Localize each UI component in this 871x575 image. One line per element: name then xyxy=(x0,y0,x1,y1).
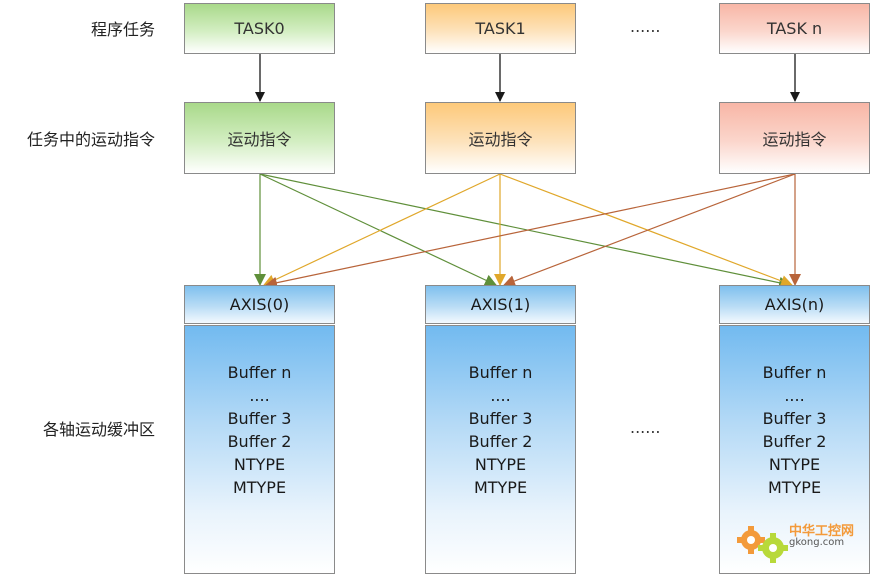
axis-buffer-0: Buffer n .... Buffer 3 Buffer 2 NTYPE MT… xyxy=(184,325,335,574)
instrn-to-axis0-arrow xyxy=(265,173,796,289)
axis-label: AXIS(1) xyxy=(470,295,531,314)
buffer-item: .... xyxy=(490,385,511,405)
task-ellipsis: ...... xyxy=(630,17,661,36)
row-label-instructions: 任务中的运动指令 xyxy=(26,130,155,149)
watermark-title: 中华工控网 xyxy=(789,524,855,539)
axis-header-1: AXIS(1) xyxy=(425,285,576,324)
axis-header-n: AXIS(n) xyxy=(719,285,870,324)
buffer-item: Buffer 2 xyxy=(227,431,292,451)
instrn-to-axis1-arrow xyxy=(503,173,796,287)
instr0-to-axis1-arrow xyxy=(259,173,497,286)
row-label-buffers: 各轴运动缓冲区 xyxy=(42,420,155,439)
instruction-label: 运动指令 xyxy=(762,130,827,149)
task-label: TASK0 xyxy=(234,19,285,38)
axis-label: AXIS(0) xyxy=(229,295,290,314)
buffer-item: Buffer n xyxy=(762,362,827,382)
instr1-to-axisn-arrow xyxy=(499,173,793,287)
buffer-item: Buffer 2 xyxy=(762,431,827,451)
instr1-to-axis0-arrow xyxy=(263,173,501,286)
buffer-item: NTYPE xyxy=(474,454,527,474)
task-label: TASK n xyxy=(766,19,823,38)
axis-ellipsis: ...... xyxy=(630,418,661,437)
watermark: 中华工控网 gkong.com xyxy=(735,518,865,568)
axis-label: AXIS(n) xyxy=(764,295,825,314)
buffer-item: NTYPE xyxy=(768,454,821,474)
watermark-url: gkong.com xyxy=(789,537,845,548)
instruction-label: 运动指令 xyxy=(227,130,292,149)
task-box-n: TASK n xyxy=(719,3,870,54)
buffer-item: Buffer 3 xyxy=(762,408,827,428)
buffer-item: MTYPE xyxy=(232,477,287,497)
instruction-box-1: 运动指令 xyxy=(425,102,576,174)
axis-buffer-n: Buffer n .... Buffer 3 Buffer 2 NTYPE MT… xyxy=(719,325,870,574)
instruction-label: 运动指令 xyxy=(468,130,533,149)
row-label-tasks: 程序任务 xyxy=(90,20,155,39)
buffer-item: Buffer n xyxy=(468,362,533,382)
buffer-item: Buffer 3 xyxy=(468,408,533,428)
instr0-to-axisn-arrow xyxy=(259,173,791,289)
task-label: TASK1 xyxy=(475,19,526,38)
buffer-item: .... xyxy=(784,385,805,405)
axis-header-0: AXIS(0) xyxy=(184,285,335,324)
buffer-item: NTYPE xyxy=(233,454,286,474)
buffer-item: Buffer n xyxy=(227,362,292,382)
task-box-0: TASK0 xyxy=(184,3,335,54)
gear-icon xyxy=(737,526,788,563)
axis-buffer-1: Buffer n .... Buffer 3 Buffer 2 NTYPE MT… xyxy=(425,325,576,574)
buffer-item: Buffer 3 xyxy=(227,408,292,428)
buffer-item: Buffer 2 xyxy=(468,431,533,451)
buffer-item: MTYPE xyxy=(473,477,528,497)
buffer-item: MTYPE xyxy=(767,477,822,497)
buffer-item: .... xyxy=(249,385,270,405)
instruction-box-n: 运动指令 xyxy=(719,102,870,174)
task-box-1: TASK1 xyxy=(425,3,576,54)
instruction-box-0: 运动指令 xyxy=(184,102,335,174)
